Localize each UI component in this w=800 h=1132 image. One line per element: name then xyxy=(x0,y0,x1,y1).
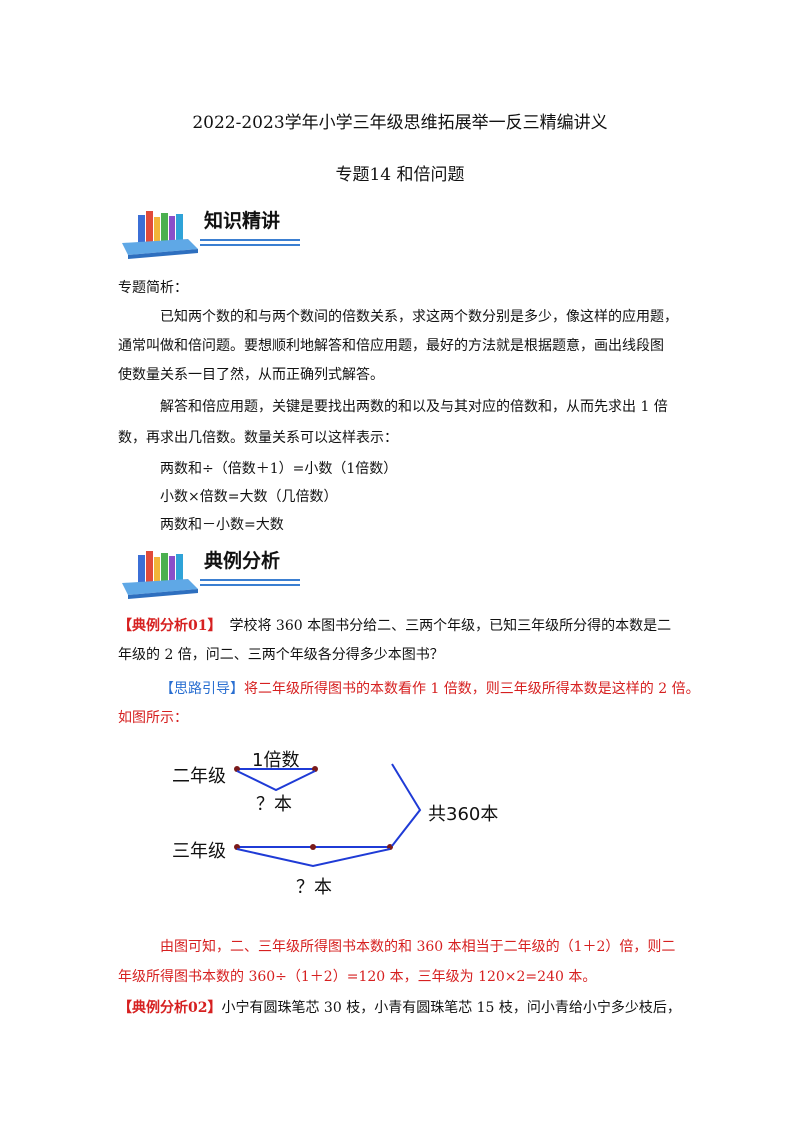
label-total: 共360本 xyxy=(428,804,499,825)
example2-question: 【典例分析02】小宁有圆珠笔芯 30 枝，小青有圆珠笔芯 15 枝，问小青给小宁… xyxy=(118,994,681,1023)
formula: 两数和÷（倍数＋1）=小数（1倍数） xyxy=(160,461,398,477)
answer-line: 年级所得图书本数的 360÷（1＋2）=120 本，三年级为 120×2=240… xyxy=(118,969,597,985)
hint-line: 将二年级所得图书的本数看作 1 倍数，则三年级所得本数是这样的 2 倍。 xyxy=(244,681,700,697)
label-q-books-3: ？本 xyxy=(296,877,332,898)
doc-title: 2022-2023学年小学三年级思维拓展举一反三精编讲义 xyxy=(192,113,608,133)
section-knowledge: 知识精讲 xyxy=(204,210,281,232)
example1-q-line: 年级的 2 倍，问二、三两个年级各分得多少本图书？ xyxy=(118,647,444,663)
label-one-times: 1倍数 xyxy=(252,750,300,771)
example1-question: 【典例分析01】学校将 360 本图书分给二、三两个年级，已知三年级所分得的本数… xyxy=(118,612,671,641)
intro-line: 通常叫做和倍问题。要想顺利地解答和倍应用题，最好的方法就是根据题意，画出线段图 xyxy=(118,338,664,354)
label-q-books-2: ？本 xyxy=(256,794,292,815)
section-examples: 典例分析 xyxy=(204,550,281,572)
label-grade2: 二年级 xyxy=(172,766,226,787)
segment-diagram xyxy=(234,763,422,868)
example-tag: 【典例分析02】 xyxy=(118,1000,222,1016)
hint-line: 如图所示： xyxy=(118,710,188,726)
doc-subtitle: 专题14 和倍问题 xyxy=(335,165,465,185)
answer-line: 由图可知，二、三年级所得图书本数的和 360 本相当于二年级的（1＋2）倍，则二 xyxy=(160,939,676,955)
intro-line: 使数量关系一目了然，从而正确列式解答。 xyxy=(118,367,384,383)
hint-tag: 【思路引导】 xyxy=(160,681,244,697)
intro-line: 已知两个数的和与两个数间的倍数关系，求这两个数分别是多少，像这样的应用题， xyxy=(160,309,678,325)
intro-line: 数，再求出几倍数。数量关系可以这样表示： xyxy=(118,430,398,446)
example-tag: 【典例分析01】 xyxy=(118,618,222,634)
label-grade3: 三年级 xyxy=(172,841,226,862)
example1-hint: 【思路引导】将二年级所得图书的本数看作 1 倍数，则三年级所得本数是这样的 2 … xyxy=(160,675,700,704)
example2-q-line: 小宁有圆珠笔芯 30 枝，小青有圆珠笔芯 15 枝，问小青给小宁多少枝后， xyxy=(221,1000,681,1016)
example1-q-line: 学校将 360 本图书分给二、三两个年级，已知三年级所分得的本数是二 xyxy=(229,618,672,634)
books-icon xyxy=(122,551,300,599)
formula: 小数×倍数=大数（几倍数） xyxy=(160,489,338,505)
intro-heading: 专题简析： xyxy=(118,280,188,296)
books-icon xyxy=(122,211,300,259)
formula: 两数和－小数=大数 xyxy=(160,517,284,533)
intro-line: 解答和倍应用题，关键是要找出两数的和以及与其对应的倍数和，从而先求出 1 倍 xyxy=(160,399,668,415)
